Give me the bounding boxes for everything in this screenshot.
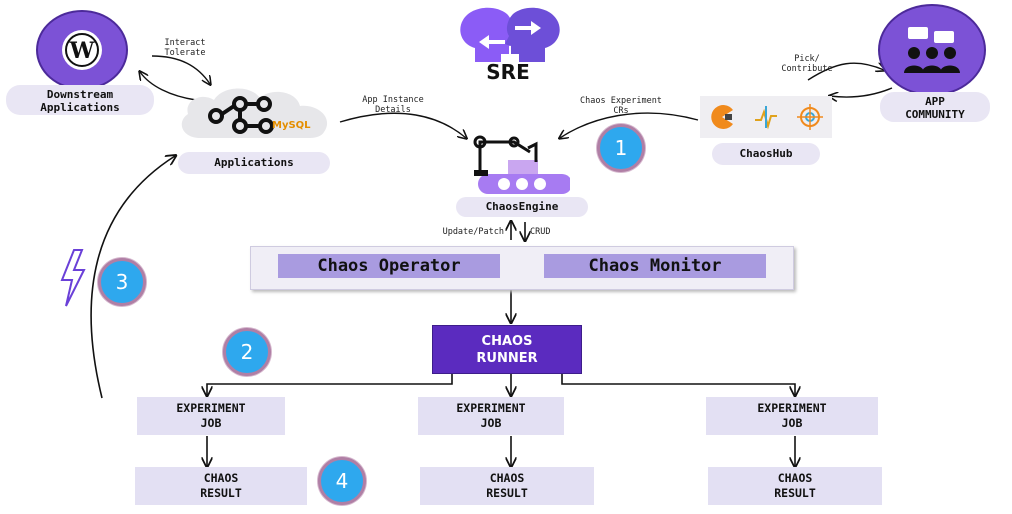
chaos-monitor-label: Chaos Monitor (588, 256, 722, 276)
pacman-icon (711, 105, 733, 129)
pick-contribute-label: Pick/ Contribute (781, 54, 833, 74)
experiment-job-right: EXPERIMENT JOB (706, 397, 878, 435)
step-badge-3: 3 (98, 258, 146, 306)
experiment-job-right-label: EXPERIMENT JOB (757, 401, 827, 430)
community-icon (904, 27, 960, 73)
experiment-job-left: EXPERIMENT JOB (137, 397, 285, 435)
page-title: SRE (486, 60, 530, 84)
experiment-job-middle: EXPERIMENT JOB (418, 397, 564, 435)
chaos-runner-box: CHAOS RUNNER (432, 325, 582, 374)
chaos-operator-box: Chaos Operator (278, 254, 500, 278)
experiment-job-middle-label: EXPERIMENT JOB (456, 401, 526, 430)
chaos-result-left: CHAOS RESULT (135, 467, 307, 505)
feedback-curve-arrow (90, 156, 175, 399)
heads-icon (460, 7, 560, 62)
app-instance-arrow (339, 112, 466, 138)
chaoshub-panel (700, 96, 832, 138)
interact-tolerate-label: Interact Tolerate (164, 38, 206, 58)
robot-arm-icon (473, 135, 572, 194)
interact-arrow-left (140, 72, 197, 101)
interact-arrow-right (151, 55, 210, 84)
lightning-icon (58, 248, 88, 308)
chaos-result-left-label: CHAOS RESULT (200, 471, 242, 500)
experiment-crs-arrow (560, 112, 699, 138)
svg-text:W: W (69, 38, 95, 64)
chaos-runner-label: CHAOS RUNNER (476, 333, 538, 366)
target-icon (797, 104, 823, 130)
chaoshub-label: ChaosHub (712, 143, 820, 165)
chaos-result-right-label: CHAOS RESULT (774, 471, 816, 500)
pick-arrow-right (807, 63, 884, 81)
chaos-operator-label: Chaos Operator (317, 256, 461, 276)
runner-job-right (561, 372, 795, 395)
chaos-experiment-crs-label: Chaos Experiment CRs (580, 96, 662, 116)
runner-job-left (207, 372, 453, 395)
app-instance-details-label: App Instance Details (362, 95, 424, 115)
chaosengine-label: ChaosEngine (456, 197, 588, 217)
chaos-monitor-box: Chaos Monitor (544, 254, 766, 278)
cloud-icon (181, 88, 328, 138)
wordpress-logo: W (36, 10, 128, 90)
chaos-result-middle-label: CHAOS RESULT (486, 471, 528, 500)
downstream-applications-label: Downstream Applications (6, 85, 154, 115)
applications-cloud (176, 82, 336, 142)
wordpress-icon: W (62, 30, 102, 70)
experiment-job-left-label: EXPERIMENT JOB (176, 401, 246, 430)
pick-arrow-left (830, 87, 893, 97)
mysql-logo: MySQL (272, 120, 311, 131)
crud-label: CRUD (530, 227, 551, 237)
update-patch-label: Update/Patch (442, 227, 504, 237)
step-badge-2: 2 (223, 328, 271, 376)
applications-label: Applications (178, 152, 330, 174)
chaosengine-robot (470, 130, 572, 196)
step-badge-1: 1 (597, 124, 645, 172)
chaos-result-middle: CHAOS RESULT (420, 467, 594, 505)
app-community-logo (878, 4, 986, 96)
chaos-result-right: CHAOS RESULT (708, 467, 882, 505)
step-badge-4: 4 (318, 457, 366, 505)
sre-logo (455, 4, 563, 64)
app-community-label: APP COMMUNITY (880, 92, 990, 122)
pulse-icon (755, 106, 777, 130)
